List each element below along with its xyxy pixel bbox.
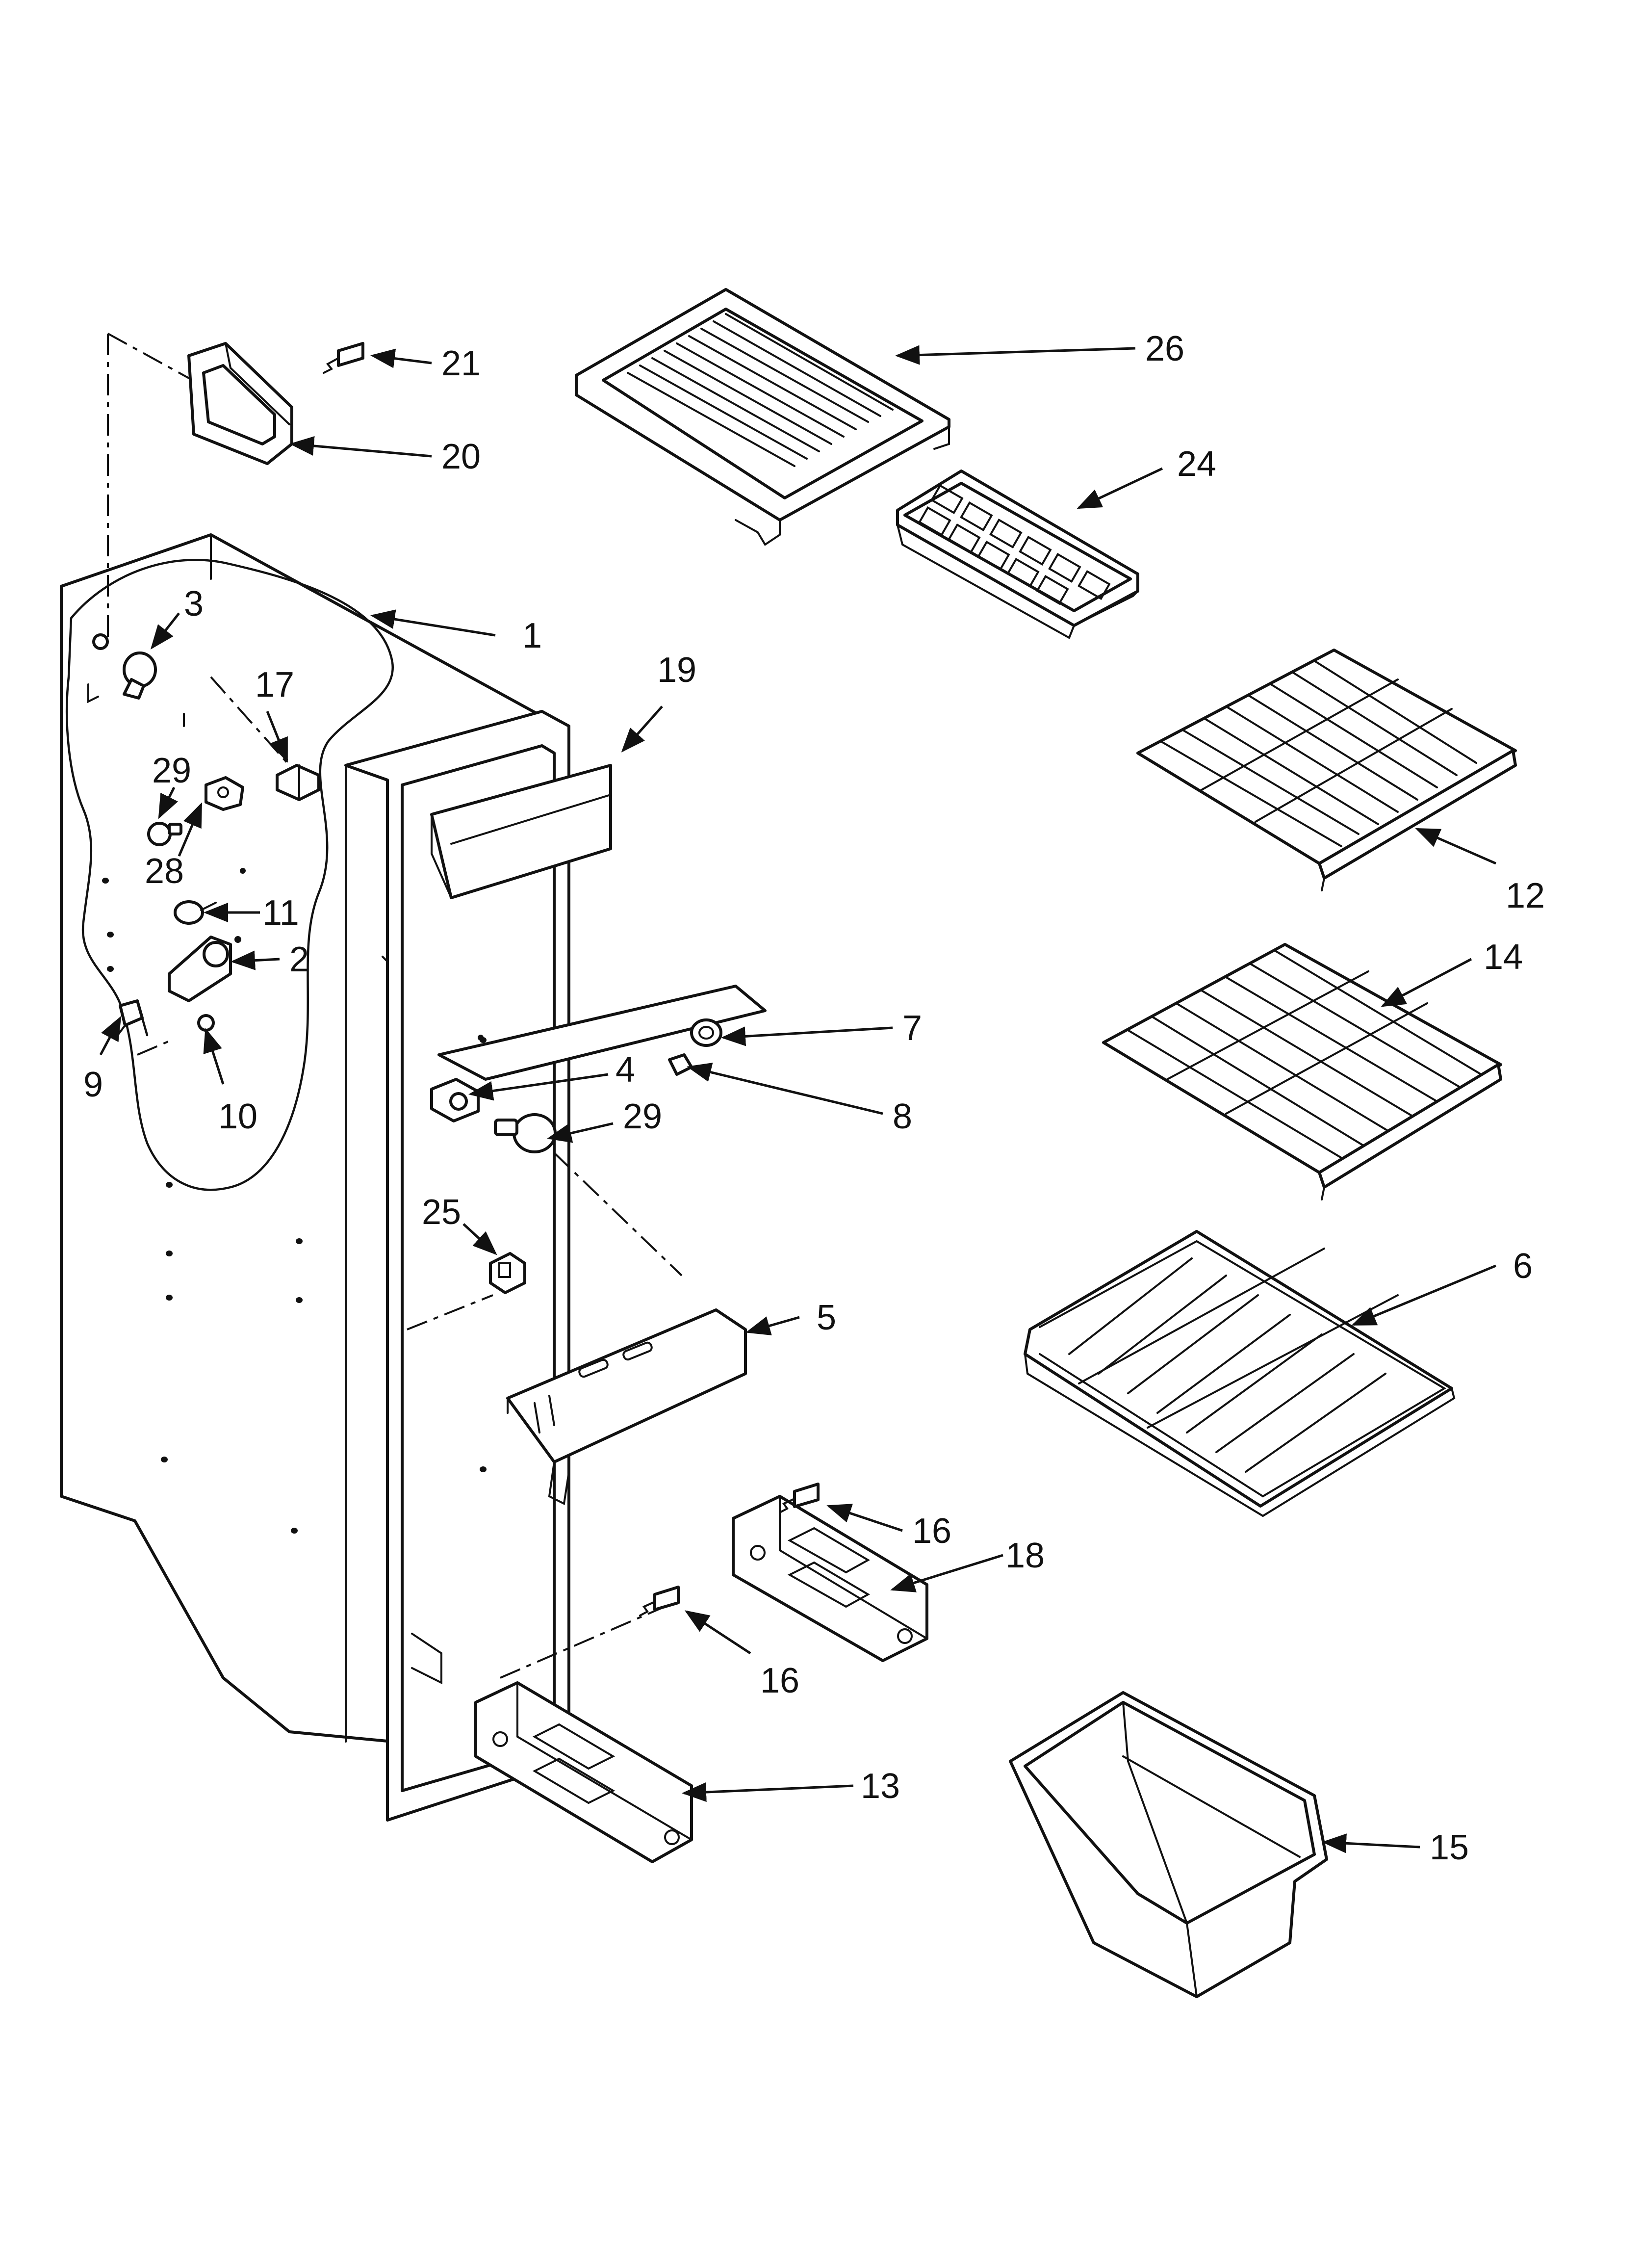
callout-6: 6 — [1513, 1247, 1533, 1286]
hole-part-3 — [92, 633, 109, 650]
callout-16-upper: 16 — [912, 1512, 951, 1551]
callout-8: 8 — [893, 1097, 912, 1136]
bracket-part-20 — [187, 342, 293, 465]
callout-3: 3 — [184, 584, 204, 624]
callout-20: 20 — [441, 437, 481, 476]
callout-21: 21 — [441, 344, 481, 383]
assembly-line — [407, 1294, 493, 1330]
bin-part-15 — [1009, 1691, 1328, 1998]
assembly-line — [137, 1039, 172, 1056]
bulb-part-29-upper — [147, 822, 182, 846]
screw-part-21 — [323, 342, 364, 374]
plug-part-10 — [197, 1014, 215, 1032]
freezer-liner — [60, 533, 570, 1822]
callout-16-lower: 16 — [760, 1661, 799, 1700]
bulb-part-29-lower — [494, 1113, 557, 1153]
wire-leads — [141, 1017, 149, 1037]
trim-part-18 — [732, 1495, 928, 1662]
callout-12: 12 — [1506, 876, 1545, 915]
callout-18: 18 — [1005, 1536, 1045, 1575]
basket-shelf-part-6 — [1024, 1230, 1456, 1517]
leader-lines — [99, 345, 1497, 1853]
assembly-line — [553, 1152, 683, 1277]
callout-29-upper: 29 — [152, 751, 191, 790]
callout-24: 24 — [1177, 444, 1216, 484]
assembly-line — [500, 1598, 682, 1679]
callout-25: 25 — [422, 1193, 461, 1232]
callout-15: 15 — [1430, 1828, 1469, 1867]
label-plate — [437, 985, 767, 1081]
vent-part-19 — [430, 764, 612, 899]
switch-part-25 — [489, 1252, 526, 1294]
callout-11: 11 — [262, 893, 299, 933]
callout-29-lower: 29 — [623, 1097, 662, 1136]
control-housing-part-2 — [168, 936, 241, 1002]
callout-10: 10 — [218, 1097, 257, 1136]
trim-part-13 — [474, 1681, 693, 1863]
callout-17: 17 — [255, 665, 294, 704]
screw-part-16-upper — [779, 1483, 820, 1513]
callout-4: 4 — [616, 1050, 635, 1090]
screw-dot — [478, 1035, 484, 1041]
ice-tray-part-24 — [896, 469, 1139, 639]
callout-19: 19 — [657, 651, 696, 690]
lamp-socket-part-28 — [205, 776, 244, 811]
callout-26: 26 — [1145, 329, 1184, 368]
callout-14: 14 — [1484, 938, 1523, 977]
evap-cover-part-5 — [506, 1308, 747, 1506]
callout-2: 2 — [289, 940, 309, 979]
callout-7: 7 — [902, 1009, 922, 1048]
screw-part-8 — [668, 1053, 693, 1076]
shelf-part-26 — [575, 288, 950, 546]
screw-dot — [240, 868, 246, 874]
fastener-part-7 — [690, 1018, 722, 1047]
callout-9: 9 — [83, 1065, 103, 1104]
callout-1: 1 — [522, 616, 542, 655]
clip-part-17 — [276, 764, 320, 801]
callouts: 21 20 26 24 1 3 19 17 29 28 11 2 9 10 12… — [83, 329, 1545, 1867]
lamp-socket-part-4 — [430, 1078, 480, 1122]
wire-shelf-part-14 — [1102, 943, 1502, 1200]
bracket-edge — [87, 683, 99, 704]
callout-28: 28 — [145, 852, 184, 891]
knob-part-3 — [123, 652, 157, 700]
screw-part-16-lower — [639, 1586, 680, 1616]
wire-shelf-part-12 — [1136, 649, 1517, 891]
callout-13: 13 — [861, 1767, 900, 1806]
callout-5: 5 — [817, 1298, 836, 1337]
